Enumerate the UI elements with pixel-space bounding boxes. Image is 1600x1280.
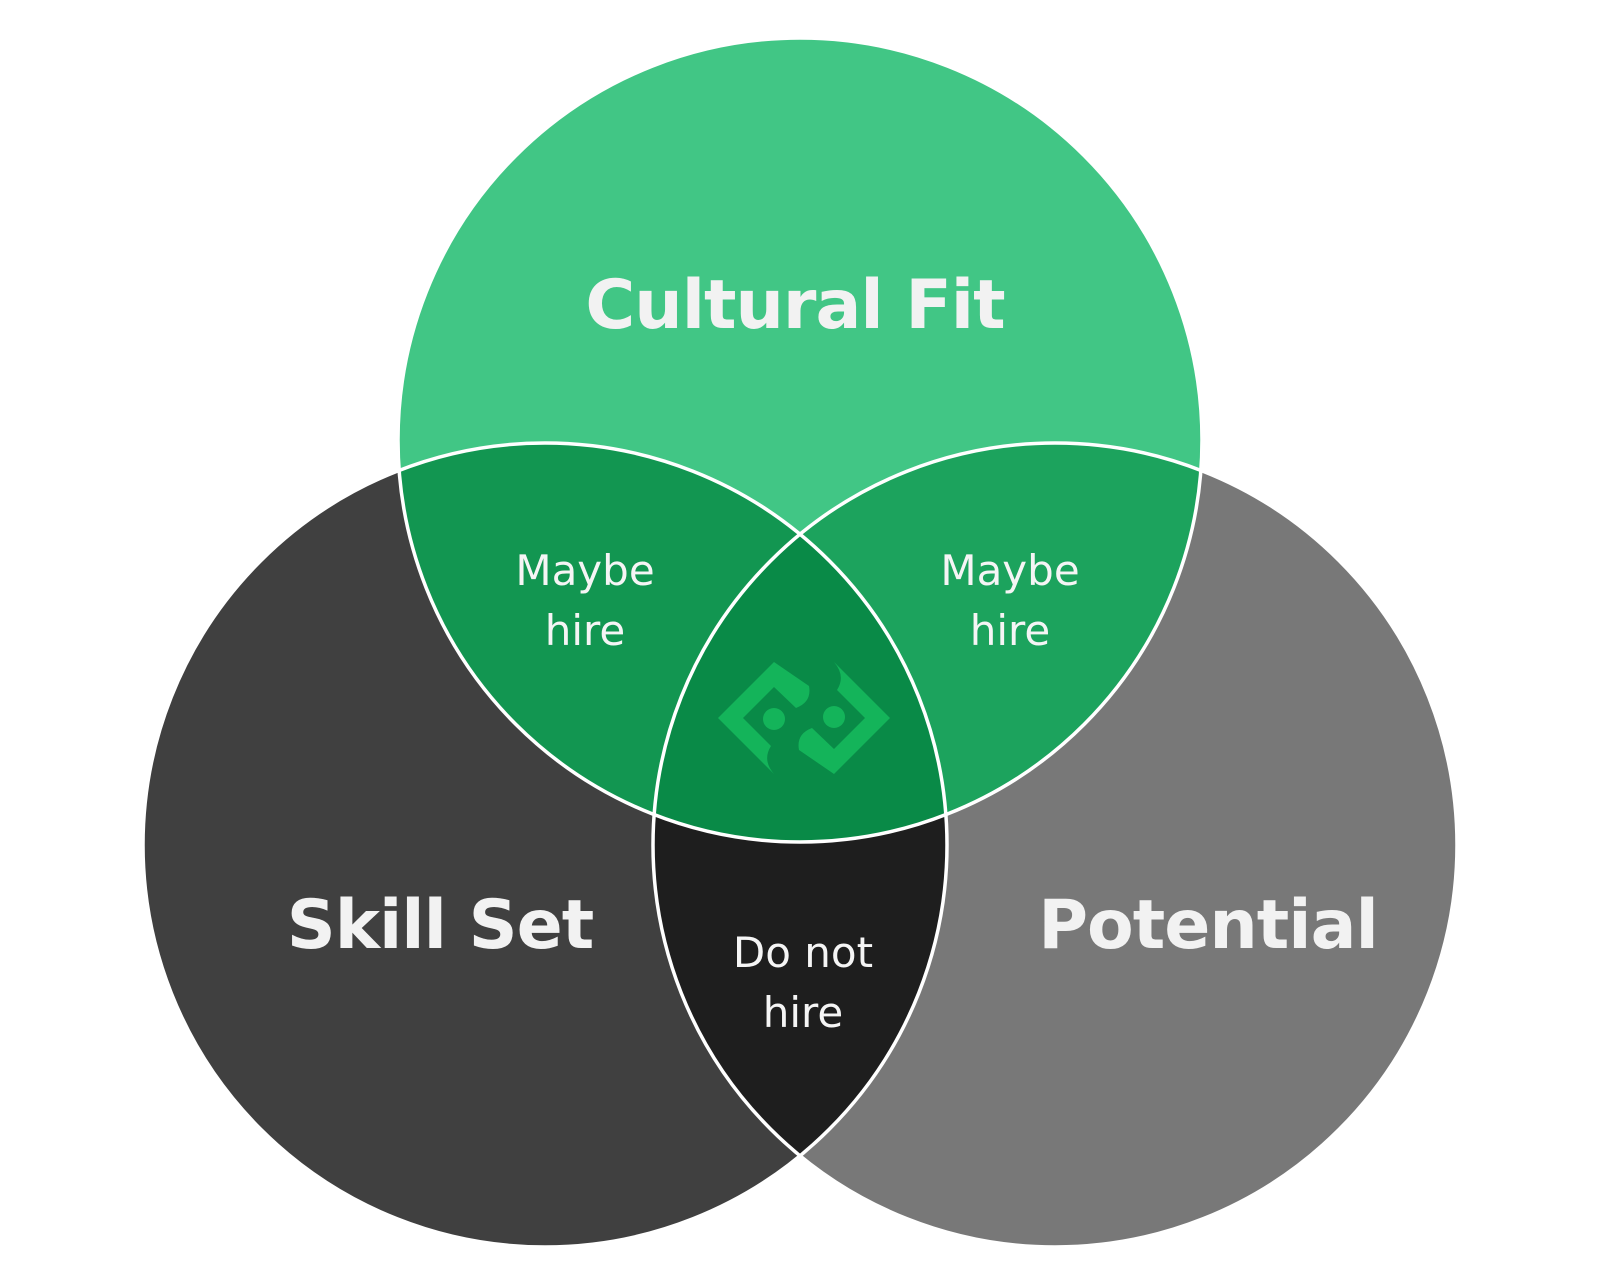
potential-outline: [651, 441, 1459, 1249]
skill-potential-label-line2: hire: [763, 988, 843, 1037]
cultural-fit-outline: [396, 36, 1204, 844]
all-three-overlap: [653, 443, 947, 842]
potential-label: Potential: [1038, 886, 1378, 965]
culture-skill-label-line1: Maybe: [515, 546, 654, 595]
skill-set-label: Skill Set: [287, 886, 593, 965]
brand-logo-icon: [718, 662, 890, 774]
culture-potential-label-line1: Maybe: [940, 546, 1079, 595]
skill-set-outline: [141, 441, 949, 1249]
skill-potential-label-line1: Do not: [733, 928, 873, 977]
culture-skill-label-line2: hire: [545, 606, 625, 655]
culture-potential-label-line2: hire: [970, 606, 1050, 655]
cultural-fit-label: Cultural Fit: [585, 266, 1004, 345]
